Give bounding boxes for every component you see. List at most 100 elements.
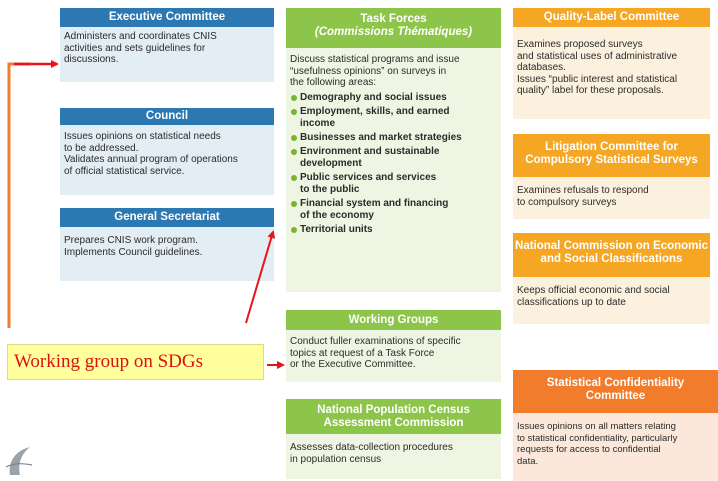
text-line: to statistical confidentiality, particul… bbox=[517, 432, 678, 444]
executive-committee-title: Executive Committee bbox=[60, 8, 274, 27]
litigation-committee-title: Litigation Committee for Compulsory Stat… bbox=[513, 134, 710, 177]
text-line: Compulsory Statistical Surveys bbox=[525, 154, 698, 166]
general-secretariat-box: General Secretariat Prepares CNIS work p… bbox=[60, 208, 274, 281]
bullet-icon bbox=[291, 174, 297, 181]
classifications-commission-title: National Commission on Economic and Soci… bbox=[513, 233, 710, 277]
text-line: Prepares CNIS work program. bbox=[64, 235, 198, 246]
bullet-icon bbox=[291, 94, 297, 101]
text-line: data. bbox=[517, 455, 539, 467]
quality-label-committee-title: Quality-Label Committee bbox=[513, 8, 710, 27]
council-title: Council bbox=[60, 108, 274, 125]
text-line: Administers and coordinates CNIS bbox=[64, 31, 217, 42]
general-secretariat-description: Prepares CNIS work program. Implements C… bbox=[60, 227, 274, 281]
text-line: and statistical uses of administrative bbox=[517, 50, 678, 62]
text-line: Discuss statistical programs and issue bbox=[290, 54, 460, 65]
text-line: to the public bbox=[300, 183, 360, 195]
text-line: Statistical Confidentiality bbox=[546, 377, 685, 389]
text-line: Territorial units bbox=[300, 223, 373, 235]
quality-label-committee-box: Quality-Label Committee Examines propose… bbox=[513, 8, 710, 119]
bullet-icon bbox=[291, 108, 297, 115]
quality-label-committee-description: Examines proposed surveys and statistica… bbox=[513, 27, 710, 119]
text-line: activities and sets guidelines for bbox=[64, 42, 206, 54]
text-line: Assesses data-collection procedures bbox=[290, 442, 453, 453]
text-line: or the Executive Committee. bbox=[290, 359, 416, 370]
task-forces-subtitle: (Commissions Thématiques) bbox=[314, 26, 473, 38]
text-line: National Commission on Economic bbox=[515, 240, 708, 252]
executive-committee-box: Executive Committee Administers and coor… bbox=[60, 8, 274, 82]
text-line: Financial system and financing bbox=[300, 197, 449, 209]
text-line: Employment, skills, and earned bbox=[300, 105, 450, 117]
area-list-item: Demography and social issues bbox=[290, 92, 497, 104]
area-list-item: Territorial units bbox=[290, 224, 497, 236]
text-line: of official statistical service. bbox=[64, 165, 185, 177]
text-line: Litigation Committee for bbox=[545, 141, 678, 153]
census-commission-description: Assesses data-collection procedures in p… bbox=[286, 434, 501, 479]
confidentiality-committee-description: Issues opinions on all matters relating … bbox=[513, 413, 718, 481]
task-forces-title: Task Forces (Commissions Thématiques) bbox=[286, 8, 501, 48]
text-line: Public services and services bbox=[300, 171, 437, 183]
task-forces-box: Task Forces (Commissions Thématiques) Di… bbox=[286, 8, 501, 292]
bullet-icon bbox=[291, 148, 297, 155]
text-line: requests for access to confidential bbox=[517, 444, 661, 455]
text-line: Implements Council guidelines. bbox=[64, 246, 203, 258]
general-secretariat-title: General Secretariat bbox=[60, 208, 274, 227]
text-line: Conduct fuller examinations of specific bbox=[290, 336, 461, 347]
bullet-icon bbox=[291, 226, 297, 233]
text-line: Environment and sustainable bbox=[300, 145, 440, 157]
area-list-item: Businesses and market strategies bbox=[290, 132, 497, 144]
text-line: in population census bbox=[290, 453, 382, 465]
text-line: the following areas: bbox=[290, 77, 377, 88]
task-forces-title-text: Task Forces bbox=[360, 13, 427, 25]
text-line: Issues opinions on statistical needs bbox=[64, 131, 221, 142]
text-line: Examines proposed surveys bbox=[517, 39, 643, 50]
census-commission-title: National Population Census Assessment Co… bbox=[286, 399, 501, 434]
text-line: Examines refusals to respond bbox=[517, 185, 649, 196]
census-commission-box: National Population Census Assessment Co… bbox=[286, 399, 501, 479]
classifications-commission-description: Keeps official economic and social class… bbox=[513, 277, 710, 324]
executive-committee-description: Administers and coordinates CNIS activit… bbox=[60, 27, 274, 82]
organization-logo-icon bbox=[5, 447, 33, 475]
sdg-working-group-callout: Working group on SDGs bbox=[7, 344, 264, 380]
text-line: classifications up to date bbox=[517, 296, 626, 308]
task-forces-area-list: Demography and social issues Employment,… bbox=[290, 92, 497, 236]
text-line: Businesses and market strategies bbox=[300, 131, 462, 143]
bullet-icon bbox=[291, 200, 297, 207]
text-line: of the economy bbox=[300, 209, 374, 221]
council-description: Issues opinions on statistical needs to … bbox=[60, 125, 274, 195]
working-groups-title: Working Groups bbox=[286, 310, 501, 330]
text-line: databases. bbox=[517, 62, 566, 73]
litigation-committee-box: Litigation Committee for Compulsory Stat… bbox=[513, 134, 710, 219]
text-line: Issues opinions on all matters relating bbox=[517, 421, 676, 432]
litigation-committee-description: Examines refusals to respond to compulso… bbox=[513, 177, 710, 219]
confidentiality-committee-box: Statistical Confidentiality Committee Is… bbox=[513, 370, 718, 481]
text-line: quality” label for these proposals. bbox=[517, 85, 664, 96]
text-line: Assessment Commission bbox=[323, 417, 464, 429]
text-line: topics at request of a Task Force bbox=[290, 347, 435, 359]
confidentiality-committee-title: Statistical Confidentiality Committee bbox=[513, 370, 718, 413]
working-groups-description: Conduct fuller examinations of specific … bbox=[286, 330, 501, 382]
council-box: Council Issues opinions on statistical n… bbox=[60, 108, 274, 195]
text-line: to compulsory surveys bbox=[517, 196, 617, 208]
text-line: development bbox=[300, 157, 362, 169]
text-line: discussions. bbox=[64, 54, 119, 65]
text-line: to be addressed. bbox=[64, 142, 139, 154]
text-line: Demography and social issues bbox=[300, 91, 447, 103]
text-line: Validates annual program of operations bbox=[64, 154, 238, 165]
text-line: Keeps official economic and social bbox=[517, 285, 670, 296]
text-line: Committee bbox=[585, 390, 646, 402]
working-groups-box: Working Groups Conduct fuller examinatio… bbox=[286, 310, 501, 382]
arrow-to-task-forces bbox=[245, 230, 276, 324]
text-line: “usefulness opinions” on surveys in bbox=[290, 65, 447, 77]
text-line: income bbox=[300, 117, 336, 129]
task-forces-description: Discuss statistical programs and issue “… bbox=[286, 48, 501, 292]
bullet-icon bbox=[291, 134, 297, 141]
text-line: Issues “public interest and statistical bbox=[517, 73, 678, 85]
text-line: National Population Census bbox=[317, 404, 470, 416]
orange-connector-line bbox=[7, 62, 30, 328]
text-line: and Social Classifications bbox=[540, 253, 683, 265]
